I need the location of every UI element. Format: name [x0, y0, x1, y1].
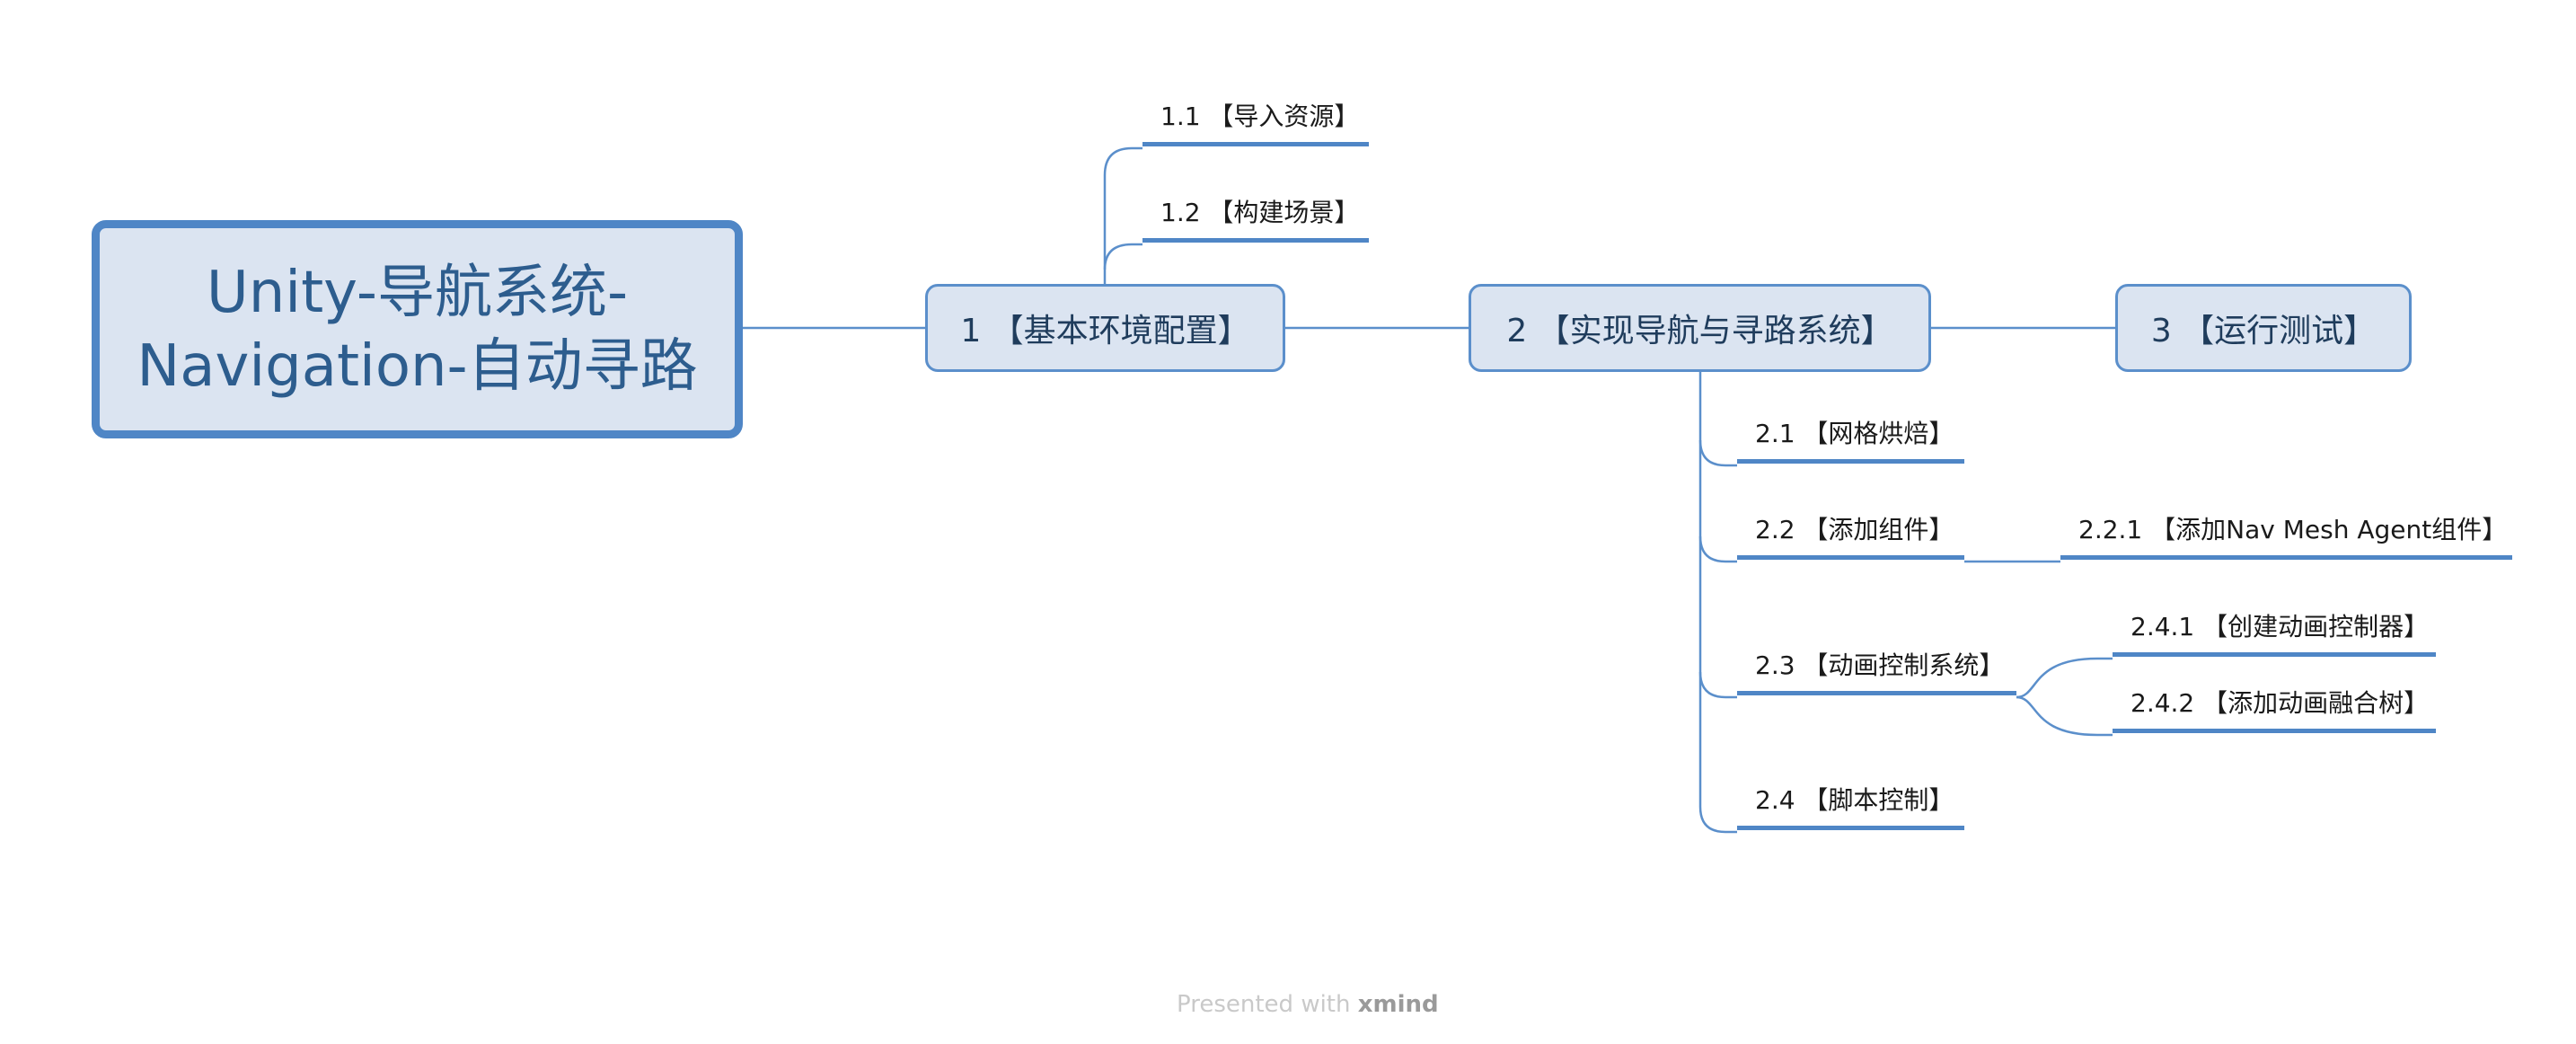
subtopic-2-3-label: 2.3 【动画控制系统】	[1755, 650, 2005, 680]
subtopic-2-2-1[interactable]: 2.2.1 【添加Nav Mesh Agent组件】	[2060, 514, 2512, 560]
presented-with-footer: Presented with xmind	[1177, 991, 1439, 1018]
subtopic-2-4-2[interactable]: 2.4.2 【添加动画融合树】	[2113, 687, 2436, 733]
root-title-line-2: Navigation-自动寻路	[137, 332, 698, 400]
subtopic-2-2[interactable]: 2.2 【添加组件】	[1737, 514, 1964, 560]
topic-1-label: 1 【基本环境配置】	[960, 313, 1250, 349]
topic-3-label: 3 【运行测试】	[2150, 313, 2377, 349]
connector-2-3-to-2-4-1	[2016, 657, 2113, 699]
subtopic-2-1-label: 2.1 【网格烘焙】	[1755, 419, 1954, 448]
topic-2[interactable]: 2 【实现导航与寻路系统】	[1469, 284, 1931, 372]
subtopic-2-4-1-label: 2.4.1 【创建动画控制器】	[2130, 612, 2430, 641]
footer-brand: xmind	[1357, 991, 1439, 1018]
subtopic-2-4-label: 2.4 【脚本控制】	[1755, 785, 1954, 815]
subtopic-2-4-2-label: 2.4.2 【添加动画融合树】	[2130, 688, 2430, 718]
subtopic-2-2-label: 2.2 【添加组件】	[1755, 515, 1954, 544]
connector-topic-1-to-1-2	[1103, 243, 1142, 270]
subtopic-2-3[interactable]: 2.3 【动画控制系统】	[1737, 650, 2016, 695]
footer-prefix: Presented with	[1177, 991, 1358, 1018]
root-title-line-1: Unity-导航系统-	[206, 259, 629, 326]
subtopic-2-4-1[interactable]: 2.4.1 【创建动画控制器】	[2113, 611, 2436, 657]
subtopic-1-1[interactable]: 1.1 【导入资源】	[1142, 101, 1369, 146]
root-topic[interactable]: Unity-导航系统- Navigation-自动寻路	[92, 220, 743, 438]
subtopic-2-1[interactable]: 2.1 【网格烘焙】	[1737, 418, 1964, 464]
connector-topic-1-to-1-1	[1103, 146, 1142, 284]
topic-3[interactable]: 3 【运行测试】	[2115, 284, 2412, 372]
subtopic-1-2-label: 1.2 【构建场景】	[1160, 198, 1360, 227]
topic-2-label: 2 【实现导航与寻路系统】	[1506, 313, 1893, 349]
subtopic-2-2-1-label: 2.2.1 【添加Nav Mesh Agent组件】	[2078, 515, 2508, 544]
topic-1[interactable]: 1 【基本环境配置】	[925, 284, 1285, 372]
subtopic-1-2[interactable]: 1.2 【构建场景】	[1142, 197, 1369, 243]
subtopic-2-4[interactable]: 2.4 【脚本控制】	[1737, 784, 1964, 830]
subtopic-1-1-label: 1.1 【导入资源】	[1160, 102, 1360, 131]
connector-2-3-to-2-4-2	[2016, 695, 2113, 737]
connector-topic-2-to-2-1	[1698, 372, 1737, 467]
connector-topic-2-to-2-4	[1698, 672, 1737, 834]
